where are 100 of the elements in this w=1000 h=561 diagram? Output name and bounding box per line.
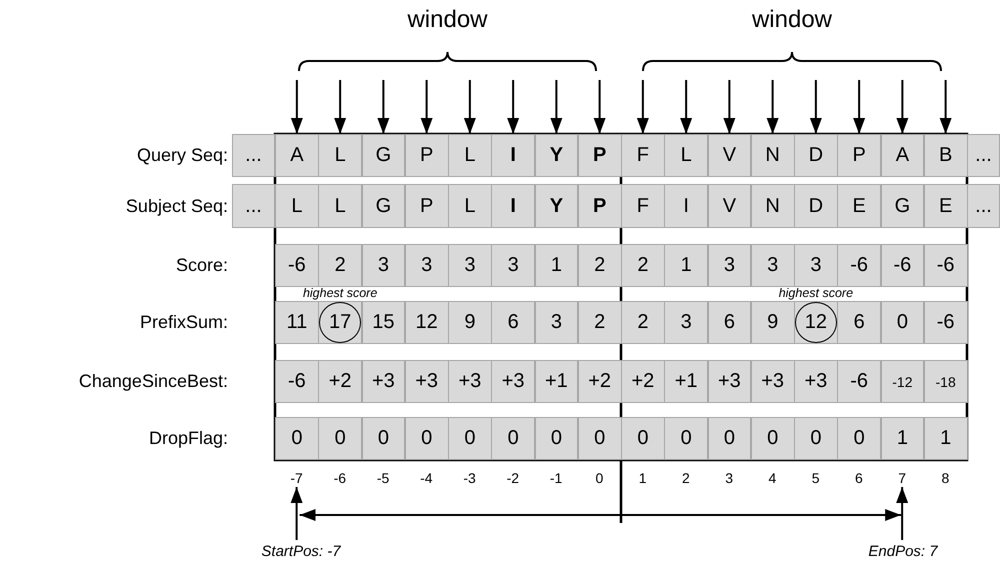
drop-flag-value: 0 bbox=[621, 417, 665, 460]
change-value: -12 bbox=[880, 360, 924, 403]
drop-flag-value: 0 bbox=[404, 417, 448, 460]
drop-flag-value: 0 bbox=[362, 417, 406, 460]
change-value: +2 bbox=[578, 360, 622, 403]
score-value: -6 bbox=[924, 244, 968, 287]
annotation-text: highest score bbox=[302, 286, 378, 300]
prefix-sum-value: 12 bbox=[404, 301, 448, 344]
prefix-sum-value: 3 bbox=[534, 301, 578, 344]
arrow bbox=[680, 80, 692, 134]
change-value: -18 bbox=[924, 360, 968, 403]
sequence-letter: P bbox=[837, 134, 881, 177]
sequence-letter: L bbox=[275, 184, 319, 228]
sequence-ellipsis: ... bbox=[232, 184, 275, 228]
sequence-letter: P bbox=[404, 134, 448, 177]
position-number: -5 bbox=[362, 468, 405, 487]
arrow bbox=[377, 80, 390, 134]
sequence-letter: V bbox=[708, 134, 752, 177]
double-arrow bbox=[300, 509, 902, 521]
score-value: 1 bbox=[534, 244, 578, 287]
arrow bbox=[723, 80, 736, 134]
sequence-letter: G bbox=[362, 134, 406, 177]
position-number: 7 bbox=[880, 468, 924, 487]
score-value: 3 bbox=[362, 244, 406, 287]
change-value: +1 bbox=[534, 360, 578, 403]
score-value: -6 bbox=[837, 244, 881, 287]
change-value: +3 bbox=[708, 360, 752, 403]
sequence-ellipsis: ... bbox=[967, 134, 1000, 177]
arrow bbox=[853, 80, 866, 134]
sequence-letter: E bbox=[924, 184, 968, 228]
change-value: +3 bbox=[491, 360, 535, 403]
sequence-letter: Y bbox=[534, 134, 578, 177]
score-value: 3 bbox=[404, 244, 448, 287]
change-value: +3 bbox=[794, 360, 838, 403]
arrow bbox=[464, 80, 476, 134]
arrow bbox=[290, 487, 303, 540]
sequence-letter: D bbox=[794, 134, 838, 177]
sequence-ellipsis: ... bbox=[232, 134, 275, 177]
sequence-letter: L bbox=[318, 184, 362, 228]
row-label: ChangeSinceBest: bbox=[78, 370, 228, 393]
position-label: EndPos: 7 bbox=[842, 540, 964, 561]
sequence-letter: Y bbox=[534, 184, 578, 228]
sequence-letter: L bbox=[448, 134, 492, 177]
score-value: -6 bbox=[275, 244, 319, 287]
arrow bbox=[334, 80, 346, 134]
change-value: +3 bbox=[448, 360, 492, 403]
sequence-letter: I bbox=[664, 184, 708, 228]
drop-flag-value: 0 bbox=[794, 417, 838, 460]
position-number: -1 bbox=[534, 468, 578, 487]
sequence-letter: L bbox=[318, 134, 362, 177]
sequence-letter: G bbox=[362, 184, 406, 228]
drop-flag-value: 0 bbox=[534, 417, 578, 460]
drop-flag-value: 1 bbox=[880, 417, 924, 460]
sequence-letter: I bbox=[491, 184, 535, 228]
position-number: 1 bbox=[621, 468, 664, 487]
drop-flag-value: 0 bbox=[448, 417, 492, 460]
position-number: -3 bbox=[448, 468, 492, 487]
arrow bbox=[636, 80, 649, 134]
drop-flag-value: 1 bbox=[924, 417, 968, 460]
circled-value: 12 bbox=[794, 301, 838, 344]
sequence-letter: E bbox=[837, 184, 881, 228]
position-number: 8 bbox=[924, 468, 967, 487]
prefix-sum-value: 6 bbox=[837, 301, 881, 344]
arrow bbox=[896, 80, 908, 134]
row-label: Query Seq: bbox=[136, 144, 228, 167]
drop-flag-value: 0 bbox=[837, 417, 881, 460]
sequence-letter: L bbox=[448, 184, 492, 228]
score-value: -6 bbox=[880, 244, 924, 287]
change-value: +3 bbox=[404, 360, 448, 403]
drop-flag-value: 0 bbox=[275, 417, 319, 460]
sequence-letter: A bbox=[880, 134, 924, 177]
position-number: 4 bbox=[750, 468, 794, 487]
position-number: 5 bbox=[794, 468, 838, 487]
sequence-letter: N bbox=[750, 184, 794, 228]
position-number: -4 bbox=[404, 468, 448, 487]
sequence-letter: G bbox=[880, 184, 924, 228]
drop-flag-value: 0 bbox=[750, 417, 794, 460]
position-number: 2 bbox=[664, 468, 708, 487]
prefix-sum-value: 2 bbox=[621, 301, 665, 344]
row-label: Score: bbox=[174, 254, 228, 276]
arrow bbox=[810, 80, 822, 134]
score-value: 2 bbox=[318, 244, 362, 287]
drop-flag-value: 0 bbox=[491, 417, 535, 460]
prefix-sum-value: 9 bbox=[448, 301, 492, 344]
prefix-sum-value: 6 bbox=[491, 301, 535, 344]
change-value: +3 bbox=[750, 360, 794, 403]
change-value: -6 bbox=[837, 360, 881, 403]
sequence-letter: L bbox=[664, 134, 708, 177]
row-label: PrefixSum: bbox=[138, 310, 228, 334]
position-number: 3 bbox=[708, 468, 751, 487]
prefix-sum-value: 3 bbox=[664, 301, 708, 344]
row-label: Subject Seq: bbox=[124, 194, 228, 218]
prefix-sum-value: 11 bbox=[275, 301, 319, 344]
change-value: +2 bbox=[621, 360, 665, 403]
sequence-letter: D bbox=[794, 184, 838, 228]
sequence-letter: I bbox=[491, 134, 535, 177]
window-brace-label: window bbox=[640, 6, 944, 80]
arrow bbox=[940, 80, 952, 134]
window-brace-label: window bbox=[296, 6, 599, 80]
sequence-letter: P bbox=[578, 134, 622, 177]
